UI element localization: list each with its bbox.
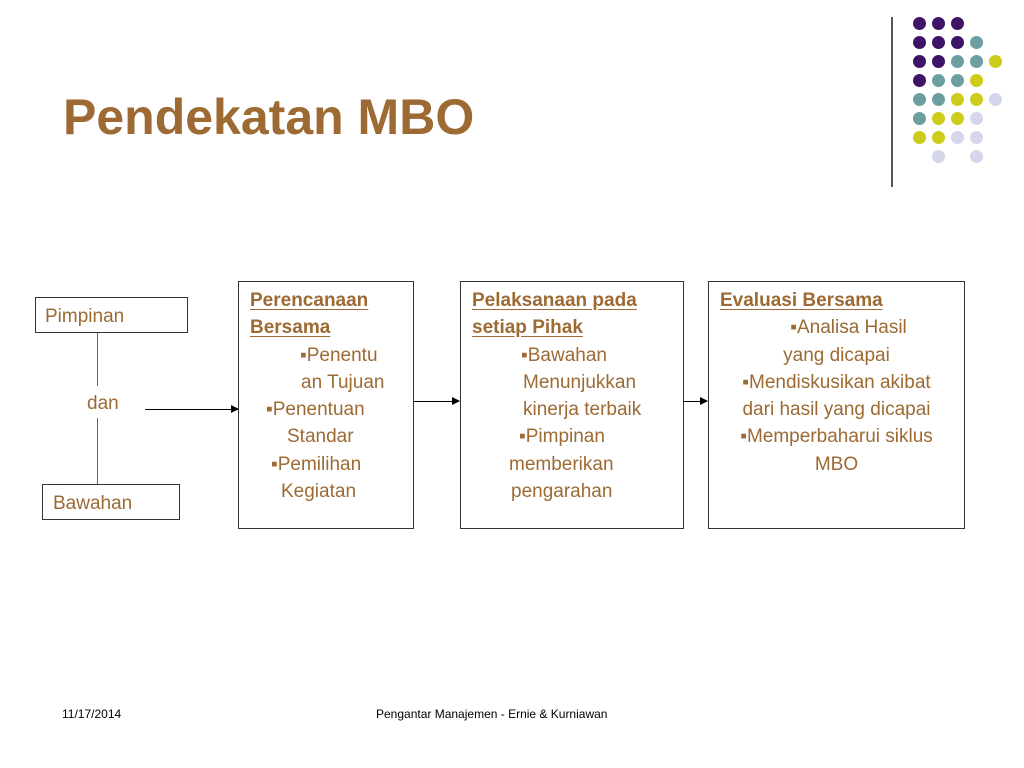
bullet-item: ▪Memperbaharui siklus xyxy=(740,426,933,448)
slide-title: Pendekatan MBO xyxy=(63,89,475,145)
decorative-dot xyxy=(970,93,983,106)
decorative-dot xyxy=(951,74,964,87)
bullet-item: ▪Penentu xyxy=(300,344,378,366)
decorative-dot xyxy=(913,112,926,125)
panel-heading: Pelaksanaan pada setiap Pihak xyxy=(472,290,637,339)
bullet-item-cont: an Tujuan xyxy=(301,371,385,393)
bullet-item: ▪Analisa Hasil xyxy=(790,317,907,339)
decorative-dot xyxy=(932,150,945,163)
panel-heading: Evaluasi Bersama xyxy=(720,290,883,311)
decorative-dot xyxy=(970,74,983,87)
decorative-dot xyxy=(951,131,964,144)
decorative-vertical-line xyxy=(891,17,893,187)
decorative-dot xyxy=(913,74,926,87)
bullet-item-cont: dari hasil yang dicapai xyxy=(742,399,931,421)
decorative-dot xyxy=(970,112,983,125)
decorative-dot xyxy=(913,131,926,144)
decorative-dot xyxy=(970,36,983,49)
panel-perencanaan-content: Perencanaan Bersama ▪Penentu an Tujuan ▪… xyxy=(250,287,384,505)
bullet-item-cont: Kegiatan xyxy=(281,481,357,503)
footer-date: 11/17/2014 xyxy=(62,707,122,721)
decorative-dot xyxy=(951,17,964,30)
bullet-item-cont: Standar xyxy=(287,426,354,448)
panel-perencanaan xyxy=(238,281,414,529)
bullet-item: ▪Pemilihan xyxy=(271,453,362,475)
connector-line-top xyxy=(97,333,98,386)
bullet-item-cont: MBO xyxy=(814,453,859,475)
bullet-item-cont: pengarahan xyxy=(511,481,613,503)
decorative-dot xyxy=(913,36,926,49)
decorative-dot xyxy=(970,55,983,68)
decorative-dot xyxy=(913,17,926,30)
decorative-dot xyxy=(932,36,945,49)
decorative-dot xyxy=(951,55,964,68)
bullet-item: ▪Pimpinan xyxy=(519,426,605,448)
decorative-dot xyxy=(913,55,926,68)
arrow-to-pelaksanaan xyxy=(398,397,460,405)
decorative-dot xyxy=(951,36,964,49)
bullet-item-cont: memberikan xyxy=(509,453,614,475)
decorative-dot xyxy=(932,131,945,144)
decorative-dot xyxy=(913,93,926,106)
bullet-item-cont: Menunjukkan xyxy=(523,371,637,393)
pimpinan-box: Pimpinan xyxy=(35,297,188,333)
footer-center: Pengantar Manajemen - Ernie & Kurniawan xyxy=(376,707,608,721)
panel-evaluasi-content: Evaluasi Bersama ▪Analisa Hasil yang dic… xyxy=(708,287,965,478)
bullet-item-cont: kinerja terbaik xyxy=(523,399,642,421)
bawahan-box: Bawahan xyxy=(42,484,180,520)
panel-pelaksanaan xyxy=(460,281,684,529)
bullet-item: ▪Penentuan xyxy=(266,399,365,421)
bawahan-label: Bawahan xyxy=(53,493,133,514)
connector-line-bottom xyxy=(97,418,98,484)
dan-label: dan xyxy=(87,393,119,414)
arrow-to-evaluasi xyxy=(666,397,708,405)
decorative-dot xyxy=(932,93,945,106)
panel-heading: Perencanaan Bersama xyxy=(250,290,369,339)
decorative-dot xyxy=(951,93,964,106)
decorative-dot xyxy=(932,55,945,68)
panel-evaluasi xyxy=(708,281,965,529)
decorative-dot xyxy=(970,131,983,144)
bullet-item-cont: yang dicapai xyxy=(783,344,890,366)
decorative-dot xyxy=(932,74,945,87)
bullet-item: ▪Bawahan xyxy=(521,344,607,366)
decorative-dot xyxy=(932,17,945,30)
decorative-dot xyxy=(970,150,983,163)
decorative-dot xyxy=(932,112,945,125)
arrow-to-perencanaan xyxy=(145,405,239,413)
decorative-dot xyxy=(989,93,1002,106)
decorative-dot xyxy=(989,55,1002,68)
bullet-item: ▪Mendiskusikan akibat xyxy=(742,371,931,393)
pimpinan-label: Pimpinan xyxy=(45,306,125,327)
decorative-dot xyxy=(951,112,964,125)
panel-pelaksanaan-content: Pelaksanaan pada setiap Pihak ▪Bawahan M… xyxy=(472,287,641,505)
